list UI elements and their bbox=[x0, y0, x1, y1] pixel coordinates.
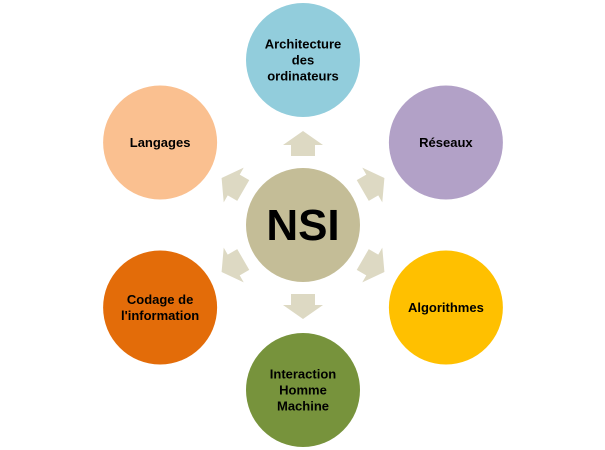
node-circle-codage bbox=[103, 250, 218, 365]
center-label: NSI bbox=[266, 201, 339, 250]
node-label-codage: l'information bbox=[121, 308, 199, 323]
node-label-architecture: Architecture bbox=[265, 37, 342, 52]
arrow-icon-interaction bbox=[283, 294, 323, 319]
node-circle-architecture bbox=[246, 3, 360, 117]
node-circle-algorithmes bbox=[388, 250, 503, 365]
node-label-codage: Codage de bbox=[127, 292, 193, 307]
node-label-reseaux: Réseaux bbox=[419, 135, 473, 150]
node-label-langages: Langages bbox=[130, 135, 191, 150]
node-label-architecture: des bbox=[292, 53, 314, 68]
node-label-interaction: Machine bbox=[277, 399, 329, 414]
node-label-interaction: Interaction bbox=[270, 367, 337, 382]
arrow-icon-architecture bbox=[283, 131, 323, 156]
node-label-algorithmes: Algorithmes bbox=[408, 300, 484, 315]
node-label-interaction: Homme bbox=[279, 383, 327, 398]
node-label-architecture: ordinateurs bbox=[267, 69, 339, 84]
center-circle bbox=[246, 168, 360, 282]
arrow-icon-codage bbox=[221, 247, 250, 283]
arrow-icon-reseaux bbox=[356, 167, 385, 203]
node-circle-langages bbox=[103, 85, 218, 200]
node-circle-reseaux bbox=[388, 85, 503, 200]
node-circle-interaction bbox=[246, 333, 360, 447]
arrow-icon-langages bbox=[221, 167, 250, 203]
arrow-icon-algorithmes bbox=[356, 247, 385, 283]
